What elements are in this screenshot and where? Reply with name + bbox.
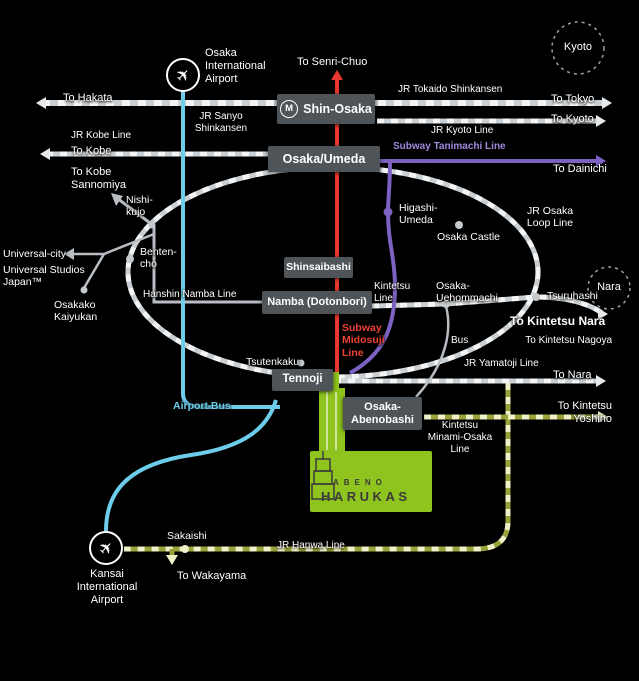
station-box-osaka-umeda: Osaka/Umeda	[268, 146, 380, 172]
arrow-to-wakayama	[166, 555, 178, 565]
line-label-tanimachi: Subway Tanimachi Line	[393, 141, 506, 152]
station-box-tennoji: Tennoji	[272, 369, 333, 391]
kyoto-area-circle	[551, 21, 605, 75]
station-label-tsuruhashi: Tsuruhashi	[547, 290, 598, 302]
airport-bus-line-kansai	[104, 399, 278, 532]
label-to-dainichi: To Dainichi	[553, 163, 607, 175]
kaiyukan-dot	[80, 286, 88, 294]
abeno-harukas-logo: ABENO HARUKAS	[310, 451, 432, 512]
airport-label-osaka: Osaka International Airport	[205, 47, 266, 85]
arrow-to-kyoto	[596, 115, 606, 127]
label-to-kintetsu-nara: To Kintetsu Nara	[510, 314, 606, 328]
label-to-wakayama: To Wakayama	[177, 570, 247, 582]
airport-label-kansai: Kansai International Airport	[76, 568, 138, 606]
line-label-hanshin: Hanshin Namba Line	[143, 289, 237, 300]
higashi-umeda-dot	[383, 207, 393, 217]
line-label-jr-tokaido: JR Tokaido Shinkansen	[398, 84, 503, 95]
line-label-bus: Bus	[451, 335, 469, 346]
airport-bus-line-osaka	[181, 91, 280, 409]
arrow-to-universal-city	[64, 248, 74, 260]
arrow-to-hakata	[36, 97, 46, 109]
line-label-hanwa: JR Hanwa Line	[277, 540, 345, 551]
area-label-kyoto: Kyoto	[563, 41, 593, 53]
kansai-airport-icon: ✈	[89, 531, 123, 565]
label-to-senri-chuo: To Senri-Chuo	[297, 56, 368, 68]
namba-label: Namba (Dotonbori)	[267, 296, 367, 309]
label-to-kintetsu-yoshino: To Kintetsu Yoshino	[557, 400, 612, 425]
arrow-to-senri-chuo	[331, 70, 343, 80]
label-to-hakata: To Hakata	[63, 92, 113, 104]
line-label-airport-bus: Airport Bus	[173, 400, 231, 412]
osaka-airport-icon: ✈	[166, 58, 200, 92]
label-to-kobe-sannomiya: To Kobe Sannomiya	[71, 166, 127, 191]
label-to-kyoto: To Kyoto	[551, 113, 594, 125]
universal-city-branch-line	[70, 232, 155, 289]
tsutenkaku-dot	[297, 359, 305, 367]
station-label-higashi-umeda: Higashi- Umeda	[399, 202, 438, 227]
tennoji-label: Tennoji	[282, 373, 323, 386]
arrow-to-tokyo	[602, 97, 612, 109]
station-label-nishi-kujo: Nishi- kujo	[126, 194, 153, 219]
nara-area-circle	[587, 266, 631, 310]
osaka-castle-dot	[455, 221, 463, 229]
line-label-jr-sanyo: JR Sanyo Shinkansen	[194, 111, 248, 134]
uehommachi-dot	[442, 300, 450, 308]
line-label-jr-kobe: JR Kobe Line	[71, 130, 132, 141]
station-label-bentencho: Benten- cho	[140, 246, 177, 271]
sakaishi-dot	[181, 545, 189, 553]
station-box-shinsaibashi: Shinsaibashi	[284, 257, 353, 278]
station-label-osaka-castle: Osaka Castle	[437, 231, 501, 243]
arrow-to-kintetsu-nara	[598, 308, 608, 320]
label-to-tokyo: To Tokyo	[551, 93, 595, 105]
arrow-to-nara	[596, 375, 606, 387]
tsuruhashi-dot	[532, 293, 540, 301]
station-box-namba: Namba (Dotonbori)	[262, 291, 372, 314]
osaka-umeda-label: Osaka/Umeda	[282, 151, 366, 166]
station-label-tsutenkaku: Tsutenkaku	[246, 356, 300, 368]
station-dots	[80, 207, 540, 553]
line-label-loop: JR Osaka Loop Line	[526, 205, 574, 230]
label-to-kobe: To Kobe	[71, 145, 112, 157]
line-label-minami-osaka: Kintetsu Minami-Osaka Line	[427, 420, 493, 455]
station-label-kaiyukan: Osakako Kaiyukan	[54, 299, 98, 324]
nishi-kujo-dot	[148, 221, 156, 229]
station-box-osaka-abenobashi: Osaka- Abenobashi	[343, 397, 422, 430]
arrow-to-kintetsu-yoshino	[598, 411, 608, 423]
line-label-jr-kyoto: JR Kyoto Line	[431, 125, 494, 136]
bentencho-dot	[126, 255, 134, 263]
subway-tanimachi-line	[349, 159, 600, 375]
label-to-kintetsu-nagoya: To Kintetsu Nagoya	[525, 335, 612, 346]
harukas-text: HARUKAS	[321, 489, 411, 504]
area-label-nara: Nara	[597, 281, 621, 293]
label-universal-city: Universal-city	[3, 248, 67, 260]
hanshin-namba-line	[116, 196, 262, 304]
arrow-to-dainichi	[596, 155, 606, 167]
label-to-nara: To Nara	[553, 369, 592, 381]
abeno-text: ABENO	[333, 478, 387, 487]
osaka-metro-icon: M	[280, 100, 299, 118]
shin-osaka-label: Shin-Osaka	[303, 101, 372, 116]
line-label-yamatoji: JR Yamatoji Line	[464, 358, 539, 369]
station-label-uehommachi: Osaka- Uehommachi	[436, 280, 498, 305]
line-label-kintetsu: Kintetsu Line	[374, 281, 411, 304]
station-label-sakaishi: Sakaishi	[167, 530, 207, 542]
shinsaibashi-label: Shinsaibashi	[286, 261, 351, 274]
abenobashi-label: Osaka- Abenobashi	[351, 400, 414, 426]
line-arrows	[36, 70, 612, 565]
line-label-midosuji: Subway Midosuji Line	[342, 322, 385, 359]
arrow-to-kobe	[40, 148, 50, 160]
station-box-shin-osaka: M Shin-Osaka	[277, 94, 375, 124]
label-universal-studios-japan: Universal Studios Japan™	[3, 264, 85, 289]
arrow-to-kobe-sannomiya	[111, 193, 123, 206]
harukas-building-icon	[311, 451, 335, 500]
bus-line	[415, 305, 450, 398]
